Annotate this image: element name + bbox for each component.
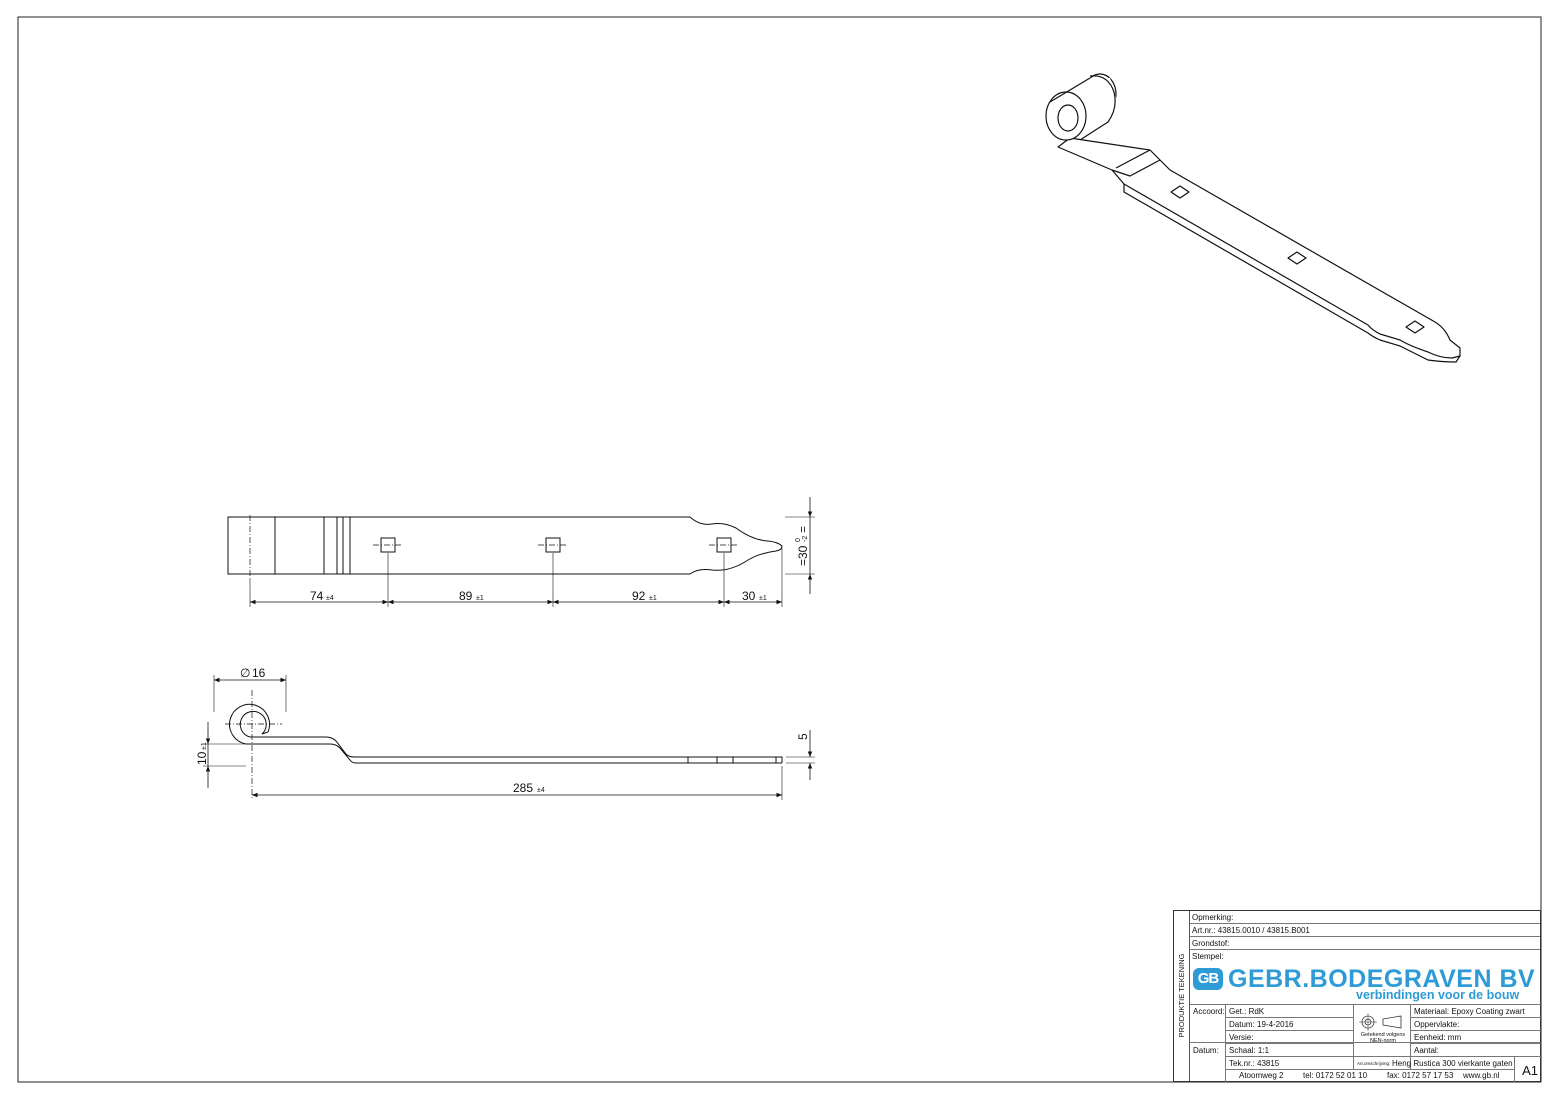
dim-89-tol: ±1 xyxy=(476,595,484,602)
versie-label: Versie: xyxy=(1229,1033,1254,1042)
nen-note: Getekend volgens NEN-norm xyxy=(1355,1032,1411,1044)
omschrijving-label: Art.omschrijving: xyxy=(1357,1061,1391,1066)
dim-thickness: 5 xyxy=(796,733,810,740)
dim-length: 285 xyxy=(513,781,533,795)
top-view-dimensions: 74 ±4 89 ±1 92 ±1 30 ±1 =30 0 -2 = xyxy=(310,526,810,603)
title-block: PRODUKTIE TEKENING Opmerking: Art.nr.: 4… xyxy=(1173,910,1542,1082)
telephone: tel: 0172 52 01 10 xyxy=(1303,1071,1368,1080)
dim-diameter: 16 xyxy=(252,666,266,680)
isometric-view xyxy=(1045,73,1461,363)
dim-width: =30 xyxy=(796,545,810,566)
opmerking-label: Opmerking: xyxy=(1192,913,1234,922)
accoord-datum-label: Datum: xyxy=(1193,1046,1219,1055)
dim-length-tol: ±4 xyxy=(537,787,545,794)
company-tagline: verbindingen voor de bouw xyxy=(1356,988,1520,1002)
eenheid-value: Eenheid: mm xyxy=(1414,1033,1462,1042)
artnr-value: Art.nr.: 43815.0010 / 43815.B001 xyxy=(1192,926,1310,935)
side-view xyxy=(203,675,815,800)
dim-74-tol: ±4 xyxy=(326,595,334,602)
dim-74: 74 xyxy=(310,589,324,603)
schaal-value: Schaal: 1:1 xyxy=(1229,1046,1270,1055)
dim-30: 30 xyxy=(742,589,756,603)
side-label: PRODUKTIE TEKENING xyxy=(1177,953,1186,1038)
sheet-size: A1 xyxy=(1522,1063,1538,1078)
diameter-symbol: ∅ xyxy=(240,666,250,680)
omschrijving-value: Heng Rustica 300 vierkante gaten xyxy=(1392,1059,1513,1068)
row-grondstof: Grondstof: xyxy=(1189,937,1540,950)
dim-offset: 10 xyxy=(195,751,209,765)
teknr-value: Tek.nr.: 43815 xyxy=(1229,1059,1280,1068)
row-stempel: Stempel: xyxy=(1189,950,1540,1043)
dim-30-tol: ±1 xyxy=(759,595,767,602)
dim-width-tol-lower: -2 xyxy=(802,536,809,542)
dim-width-tol-upper: 0 xyxy=(795,538,802,542)
dim-width-suffix: = xyxy=(796,526,810,533)
getekend-value: Get.: RdK xyxy=(1229,1007,1265,1016)
dim-92-tol: ±1 xyxy=(649,595,657,602)
nen-note-line-2: NEN-norm xyxy=(1370,1038,1396,1044)
address: Atoomweg 2 xyxy=(1239,1071,1284,1080)
datum-value: Datum: 19-4-2016 xyxy=(1229,1020,1294,1029)
company-name: GEBR.BODEGRAVEN BV xyxy=(1228,965,1536,993)
accoord-label: Accoord: xyxy=(1193,1007,1225,1016)
company-logo-icon: GB xyxy=(1193,968,1223,990)
sheet-border xyxy=(17,16,1542,1083)
website-link[interactable]: www.gb.nl xyxy=(1463,1071,1500,1080)
projection-symbol-icon xyxy=(1359,1013,1402,1031)
dim-92: 92 xyxy=(632,589,646,603)
grondstof-label: Grondstof: xyxy=(1192,939,1230,948)
materiaal-value: Materiaal: Epoxy Coating zwart xyxy=(1414,1007,1525,1016)
fax: fax: 0172 57 17 53 xyxy=(1387,1071,1454,1080)
dim-89: 89 xyxy=(459,589,473,603)
stempel-label: Stempel: xyxy=(1192,952,1224,961)
nen-note-line-1: Getekend volgens xyxy=(1360,1032,1406,1038)
side-view-dimensions: ∅ 16 10 ±1 5 285 ±4 xyxy=(195,666,810,795)
oppervlakte-label: Oppervlakte: xyxy=(1414,1020,1460,1029)
row-opmerking: Opmerking: xyxy=(1189,911,1540,924)
aantal-label: Aantal: xyxy=(1414,1046,1439,1055)
title-block-side: PRODUKTIE TEKENING xyxy=(1174,911,1190,1081)
dim-offset-tol: ±1 xyxy=(201,742,208,750)
top-view xyxy=(227,497,815,607)
row-artnr: Art.nr.: 43815.0010 / 43815.B001 xyxy=(1189,924,1540,937)
